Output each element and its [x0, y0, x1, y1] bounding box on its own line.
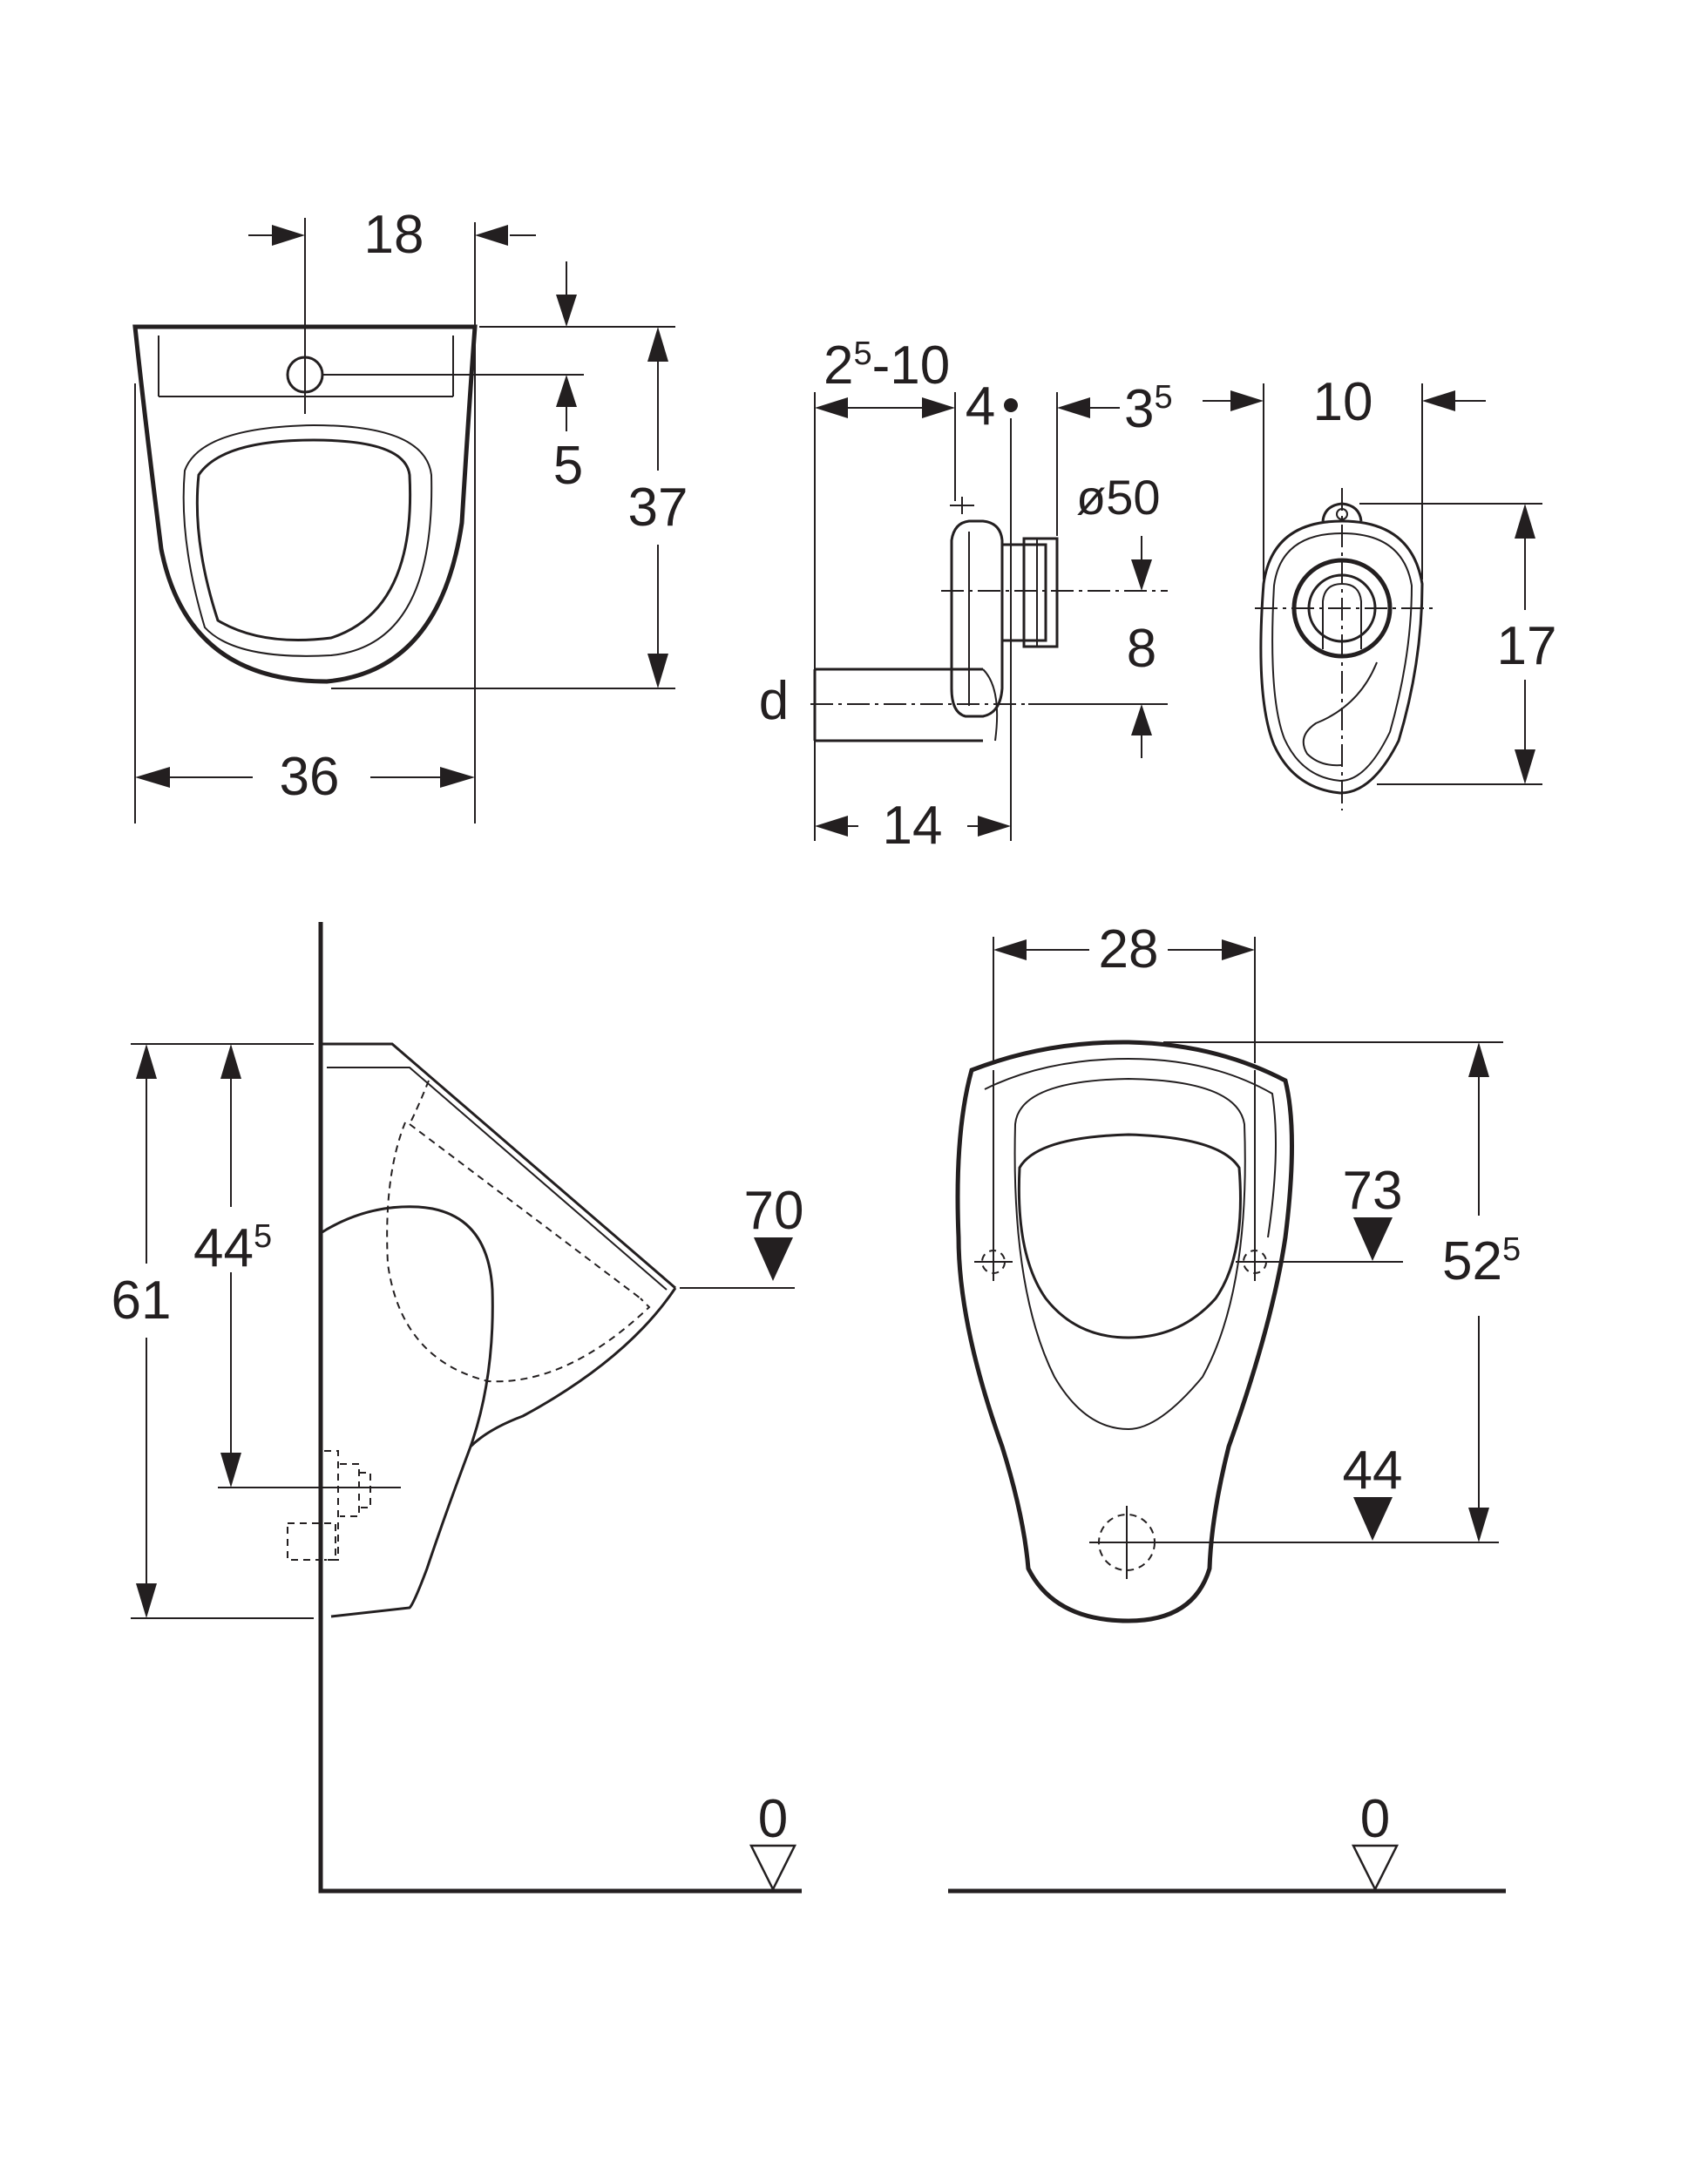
front-view: 28 525 73 44 0	[948, 919, 1521, 1894]
inlet-mark-left-cross	[974, 1243, 1013, 1281]
dim-4-label: 4	[966, 376, 995, 437]
dim-2510-label: 25-10	[824, 335, 950, 396]
dim-8-label: 8	[1127, 619, 1156, 679]
dim-35-arrow	[1057, 397, 1090, 418]
front-floor-label: 0	[1360, 1789, 1390, 1849]
side-view: 61 445 70 0	[112, 922, 804, 1894]
dim-525-label: 525	[1442, 1231, 1521, 1291]
outlet-plate-outline	[1259, 519, 1424, 795]
dim-10-arrow-right	[1422, 390, 1455, 411]
dim-445-arrow-bottom	[220, 1453, 241, 1488]
dim-28-arrow-right	[1222, 939, 1255, 960]
level-73-marker	[1353, 1217, 1393, 1261]
siphon-point-marker	[1004, 398, 1018, 412]
dim-18-arrow-left	[272, 225, 305, 246]
siphon-cap	[950, 497, 974, 514]
dim-18-arrow-right	[475, 225, 508, 246]
outlet-drain-curve	[1302, 661, 1378, 767]
siphon-outlet-joint	[982, 668, 999, 742]
dim-35-sup: 5	[1154, 379, 1172, 416]
level-70-marker	[754, 1237, 793, 1281]
dim-14-label: 14	[883, 796, 943, 856]
level-44-marker	[1353, 1497, 1393, 1541]
dim-35-base: 3	[1124, 379, 1154, 439]
dim-2510-rest: -10	[872, 335, 951, 396]
dim-36-label: 36	[280, 747, 340, 807]
front-urinal-outline	[955, 1040, 1294, 1623]
dim-8-arrow-bottom	[1131, 704, 1152, 735]
dim-37-arrow-top	[647, 327, 668, 362]
side-floor-marker	[749, 1844, 797, 1892]
dim-14-arrow-right	[978, 816, 1011, 837]
dim-2510-arrow-right	[922, 397, 955, 418]
side-urinal-top	[321, 1042, 676, 1290]
side-dashed-back	[409, 1080, 430, 1125]
dim-2510-sup: 5	[853, 335, 871, 372]
dim-17-arrow-top	[1515, 504, 1535, 539]
dim-445-label: 445	[193, 1218, 272, 1278]
dim-36-arrow-left	[135, 767, 170, 788]
siphon-view: 25-10 4 35 ø50 8 d 14	[759, 335, 1173, 856]
siphon-inlet-flange	[1022, 537, 1059, 648]
dim-14-arrow-left	[815, 816, 848, 837]
side-bowl-curve	[320, 1205, 494, 1447]
dim-61-label: 61	[112, 1271, 172, 1331]
front-floor-marker	[1351, 1844, 1400, 1892]
wall-line	[318, 922, 802, 1894]
dim-445-arrow-top	[220, 1044, 241, 1079]
side-siphon-dashed	[287, 1450, 371, 1561]
level-44-label: 44	[1343, 1440, 1403, 1501]
top-view-outline	[132, 324, 478, 684]
siphon-back-plate	[950, 519, 1004, 718]
side-floor-label: 0	[758, 1789, 788, 1849]
side-urinal-front	[330, 1287, 677, 1618]
dim-10-arrow-left	[1230, 390, 1264, 411]
diameter-label: ø50	[1076, 470, 1161, 525]
dim-18-label: 18	[364, 205, 424, 265]
top-view-inner-bowl-outer	[182, 424, 433, 657]
dim-17-label: 17	[1497, 616, 1557, 676]
dim-2510-base: 2	[824, 335, 853, 396]
dim-35-label: 35	[1124, 379, 1173, 439]
dim-445-sup: 5	[254, 1218, 272, 1255]
dim-8-arrow-top	[1131, 559, 1152, 591]
outlet-mark-cross	[1089, 1506, 1168, 1579]
side-dashed-inner	[386, 1122, 651, 1383]
front-inner-rim	[984, 1057, 1277, 1238]
outlet-d-label: d	[759, 671, 789, 731]
inlet-mark-right-cross	[1236, 1243, 1274, 1281]
dim-525-sup: 5	[1502, 1231, 1521, 1268]
outlet-view: 10 17	[1203, 372, 1556, 810]
top-view-inner-bowl	[195, 438, 412, 641]
side-urinal-top-inner	[327, 1067, 668, 1291]
level-70-label: 70	[744, 1181, 804, 1241]
top-view: 36 18 5 37	[132, 205, 688, 823]
dim-445-base: 44	[193, 1218, 254, 1278]
dim-5-arrow-top	[556, 295, 577, 327]
dim-10-label: 10	[1313, 372, 1373, 432]
dim-17-arrow-bottom	[1515, 749, 1535, 784]
dim-61-arrow-top	[136, 1044, 157, 1079]
dim-5-label: 5	[553, 436, 583, 496]
dim-525-arrow-bottom	[1468, 1508, 1489, 1542]
dim-525-arrow-top	[1468, 1042, 1489, 1077]
dim-28-arrow-left	[993, 939, 1027, 960]
dim-525-base: 52	[1442, 1231, 1502, 1291]
dim-28-label: 28	[1099, 919, 1159, 979]
dim-37-label: 37	[628, 478, 688, 538]
dim-5-arrow-bottom	[556, 375, 577, 407]
front-bowl-inner	[1017, 1133, 1242, 1339]
dim-2510-arrow-left	[815, 397, 848, 418]
level-73-label: 73	[1343, 1161, 1403, 1221]
dim-36-arrow-right	[440, 767, 475, 788]
dim-37-arrow-bottom	[647, 654, 668, 688]
front-bowl-outer	[1013, 1077, 1246, 1431]
dim-61-arrow-bottom	[136, 1583, 157, 1618]
